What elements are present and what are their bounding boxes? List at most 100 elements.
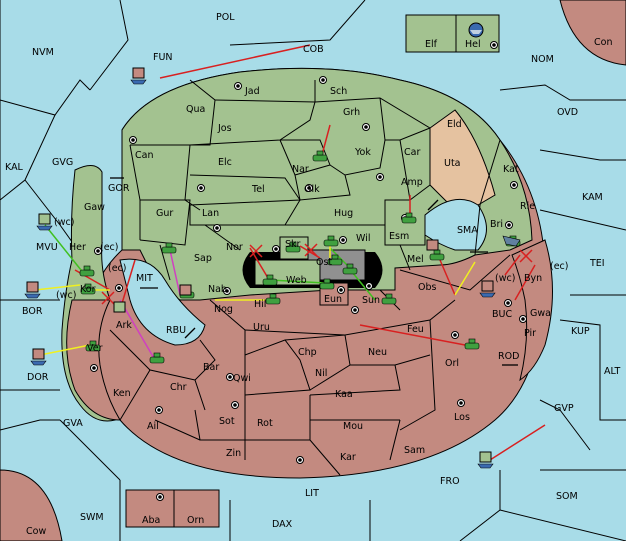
sea-label-cow: Cow — [26, 526, 46, 537]
land-label-lan: Lan — [202, 208, 219, 219]
land-label-nor: Nor — [226, 242, 243, 253]
land-label-bar: Bar — [203, 362, 219, 373]
sea-label-tei: TEI — [589, 258, 605, 269]
tank-icon — [149, 352, 165, 364]
supply-center-icon — [296, 456, 304, 464]
land-label-rie: Rie — [520, 201, 535, 212]
sea-label-gva: GVA — [63, 418, 83, 429]
sea-label-dor: DOR — [27, 372, 49, 383]
supply-center-icon — [365, 282, 373, 290]
sea-label-kam: KAM — [582, 192, 603, 203]
supply-center-icon — [223, 287, 231, 295]
land-label-uru: Uru — [253, 322, 270, 333]
supply-center-icon — [451, 331, 459, 339]
land-label-qwi: Qwi — [233, 373, 251, 384]
land-label-kor: Kor — [80, 284, 96, 295]
sea-label-mvu: MVU — [36, 242, 58, 253]
land-label-byn: Byn — [524, 273, 542, 284]
ship-icon — [502, 235, 521, 247]
x-mark-icon — [101, 291, 115, 305]
flag-icon — [426, 239, 439, 251]
flag-icon — [113, 301, 126, 313]
tank-icon — [323, 235, 339, 247]
sea-label-rbu: RBU — [166, 325, 186, 336]
land-label-gwa: Gwa — [530, 308, 551, 319]
land-label-nog: Nog — [214, 304, 233, 315]
sea-label-bor: BOR — [22, 306, 43, 317]
tank-icon — [265, 293, 281, 305]
x-mark-icon — [519, 249, 533, 263]
sea-label-som: SOM — [556, 491, 578, 502]
supply-center-icon — [319, 76, 327, 84]
land-label-esm: Esm — [389, 231, 409, 242]
tank-icon — [79, 265, 95, 277]
adjacency-arrows — [110, 177, 518, 366]
supply-centers — [90, 41, 527, 501]
supply-center-icon — [231, 401, 239, 409]
land-label-sot: Sot — [219, 416, 235, 427]
supply-center-icon — [226, 373, 234, 381]
tank-icon — [262, 274, 278, 286]
sea-label-nvm: NVM — [32, 47, 54, 58]
supply-center-icon — [351, 306, 359, 314]
supply-center-icon — [504, 299, 512, 307]
tank-icon — [381, 293, 397, 305]
land-label-orn: Orn — [187, 515, 204, 526]
coast-label-byn-wc: (wc) — [495, 273, 515, 284]
land-label-eun: Eun — [324, 294, 342, 305]
supply-center-icon — [457, 399, 465, 407]
tank-icon — [429, 249, 445, 261]
land-label-obs: Obs — [418, 282, 437, 293]
supply-center-icon — [197, 184, 205, 192]
land-label-skr: Skr — [285, 239, 301, 250]
land-label-nil: Nil — [315, 368, 327, 379]
land-label-gaw: Gaw — [84, 202, 105, 213]
coast-label-byn-ec: (ec) — [550, 261, 568, 272]
land-label-web: Web — [286, 275, 307, 286]
sea-label-gor: GOR — [108, 183, 130, 194]
land-label-amp: Amp — [401, 177, 423, 188]
tank-icon — [161, 242, 177, 254]
land-label-olk: Olk — [304, 184, 320, 195]
coast-label-her-ec: (ec) — [100, 242, 118, 253]
land-label-neu: Neu — [368, 347, 387, 358]
sea-label-swm: SWM — [80, 512, 104, 523]
land-label-elf: Elf — [425, 39, 438, 50]
x-mark-icon — [304, 243, 318, 257]
supply-center-icon — [362, 123, 370, 131]
flag-icon — [179, 284, 192, 296]
sea-label-lit: LIT — [305, 488, 319, 499]
region-aba — [125, 489, 175, 528]
sea-label-kal: KAL — [5, 162, 24, 173]
land-label-tel: Tel — [251, 184, 265, 195]
supply-center-icon — [90, 364, 98, 372]
flag-icon — [24, 281, 41, 299]
supply-center-icon — [339, 236, 347, 244]
supply-center-icon — [213, 224, 221, 232]
tank-icon — [464, 338, 480, 350]
land-label-sap: Sap — [194, 253, 212, 264]
supply-center-icon — [234, 82, 242, 90]
supply-center-icon — [337, 286, 345, 294]
sea-label-dax: DAX — [272, 519, 293, 530]
supply-center-icon — [115, 284, 123, 292]
tank-icon — [342, 263, 358, 275]
land-label-pir: Pir — [524, 328, 536, 339]
land-label-sch: Sch — [330, 86, 347, 97]
sea-label-gvg: GVG — [52, 157, 73, 168]
supply-center-icon — [376, 173, 384, 181]
land-label-nab: Nab — [208, 284, 227, 295]
sea-label-sma: SMA — [457, 225, 478, 236]
tank-icon — [85, 340, 101, 352]
land-label-hug: Hug — [334, 208, 353, 219]
supply-center-icon — [519, 315, 527, 323]
eastern-strip — [511, 239, 553, 382]
land-label-kat: Kat — [503, 164, 519, 175]
region-orn — [173, 489, 220, 528]
land-label-ost: Ost — [316, 257, 332, 268]
supply-center-icon — [305, 184, 313, 192]
land-label-ken: Ken — [113, 388, 131, 399]
home-markers — [24, 22, 521, 469]
coast-label-her-wc: (wc) — [54, 217, 74, 228]
